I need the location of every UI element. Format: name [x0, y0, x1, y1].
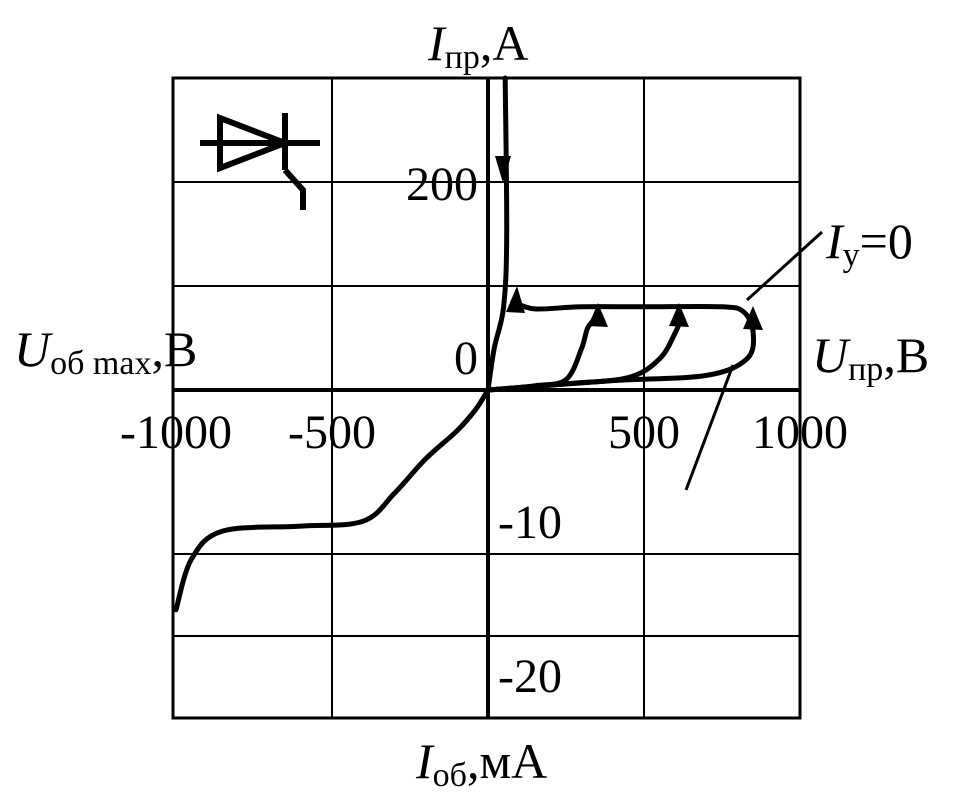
arrow-up-curve-2 [669, 303, 689, 327]
series-line-1 [173, 387, 491, 613]
x-axis-negative-label: Uоб max,В [14, 321, 197, 382]
curve-arrows [495, 156, 763, 330]
annotation-leader-lower [684, 364, 735, 491]
x-tick-label: -1000 [120, 406, 232, 459]
arrow-down-top [495, 156, 511, 183]
y-forward-tick-label: 200 [406, 158, 478, 211]
x-tick-label: -500 [288, 406, 376, 459]
arrow-up-curve-1 [588, 303, 608, 327]
series-line-3 [485, 314, 600, 393]
y-axis-reverse-label: Iоб,мА [415, 733, 547, 794]
arrow-up-curve-3 [743, 306, 763, 330]
x-axis-positive-label: Uпр,В [812, 327, 929, 388]
series-line-2 [485, 75, 510, 393]
y-reverse-tick-label: -10 [498, 496, 562, 549]
tick-labels: -1000 -500 500 1000 0 200 -10 -20 [120, 158, 848, 703]
series-line-5 [485, 299, 757, 393]
curve-annotation: Iу=0 [825, 213, 913, 274]
thyristor-symbol-icon [200, 113, 320, 210]
x-tick-label: 500 [608, 406, 680, 459]
x-tick-label: 1000 [752, 406, 848, 459]
arrow-up-on-state [506, 286, 525, 313]
curves-layer [173, 75, 757, 613]
annotation-leader-upper [745, 230, 824, 302]
y-forward-tick-label: 0 [454, 332, 478, 385]
y-reverse-tick-label: -20 [498, 650, 562, 703]
y-axis-forward-label: Iпр,А [427, 15, 528, 76]
